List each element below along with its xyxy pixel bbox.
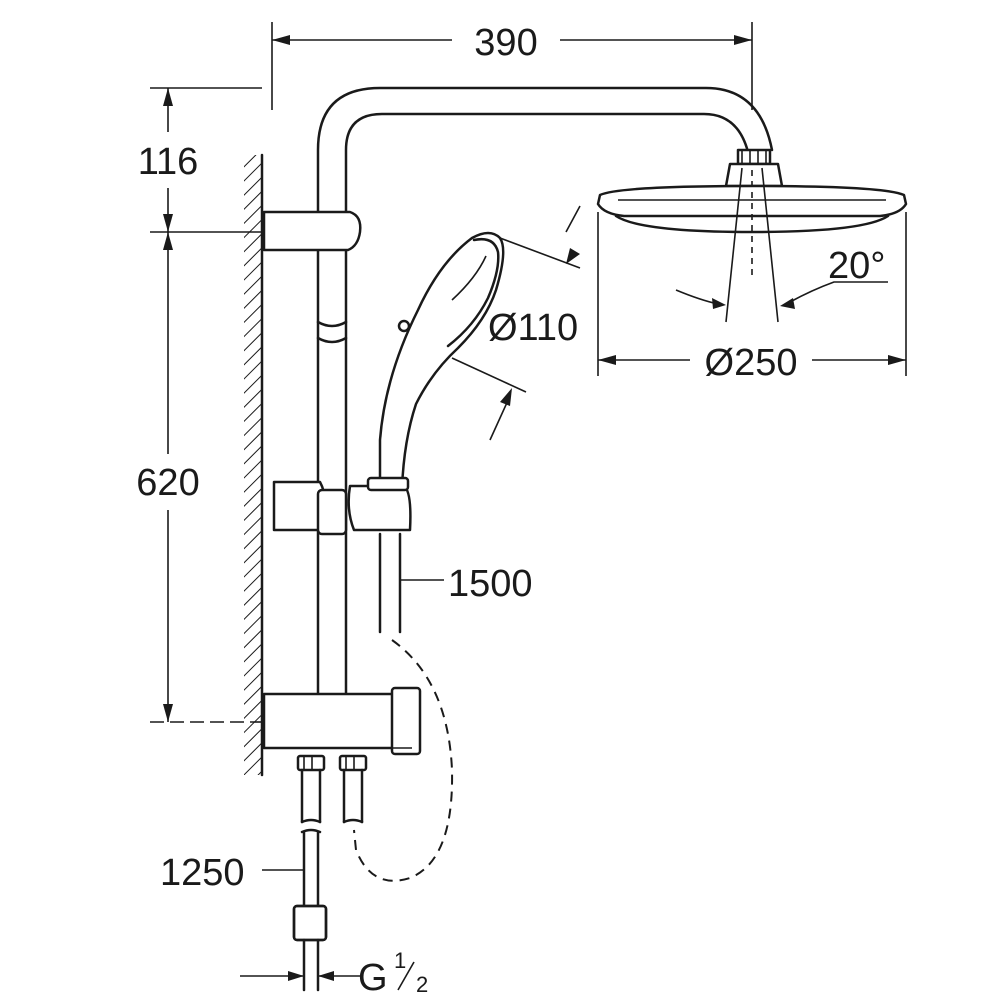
wall-bracket-top xyxy=(262,210,362,252)
head-shower xyxy=(596,148,908,323)
dim-620: 620 xyxy=(136,462,199,504)
dim-angle: 20° xyxy=(828,245,885,287)
thread-numerator: 1 xyxy=(394,948,406,973)
thread-prefix: G xyxy=(358,957,388,999)
shower-pipe xyxy=(316,86,774,702)
dim-116: 116 xyxy=(138,141,199,183)
slider xyxy=(272,476,412,536)
thread-denominator: 2 xyxy=(416,972,428,997)
dim-head-diameter: Ø250 xyxy=(705,342,798,384)
wall xyxy=(244,153,264,777)
dim-thread: G 1 2 xyxy=(358,948,428,999)
diverter-unit xyxy=(262,686,422,992)
dim-hose-1250: 1250 xyxy=(160,852,245,894)
dim-390: 390 xyxy=(474,22,537,64)
dim-hose-1500: 1500 xyxy=(448,563,533,605)
hand-hose xyxy=(353,532,454,882)
dim-hand-diameter: Ø110 xyxy=(488,307,578,349)
hand-shower xyxy=(378,231,505,490)
dimension-lines xyxy=(150,22,907,981)
